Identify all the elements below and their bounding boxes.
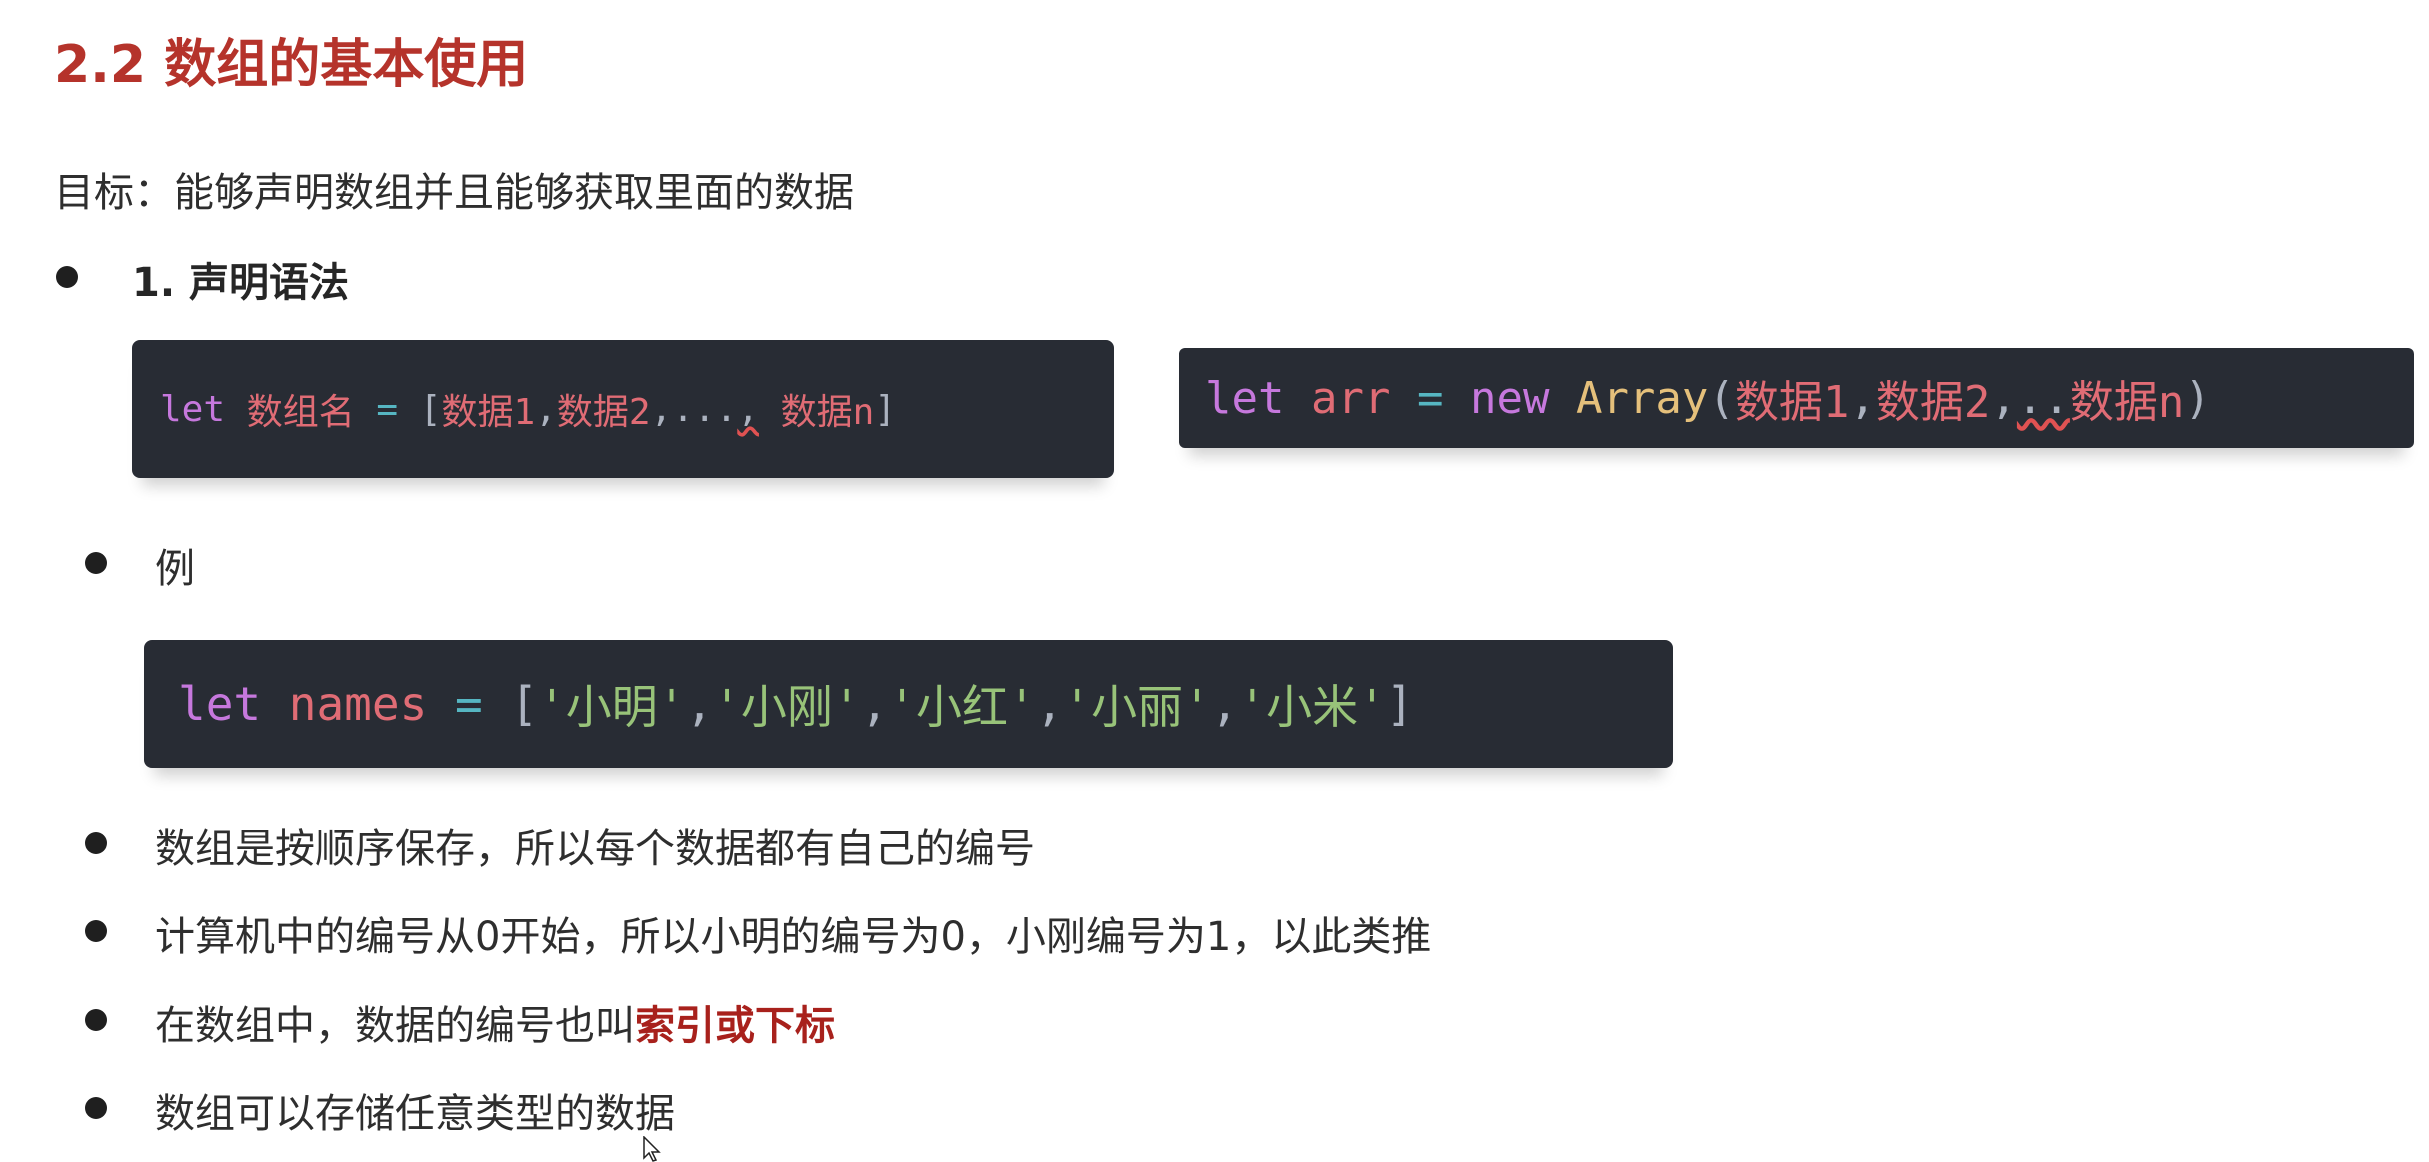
code-item: 数据2 (1875, 377, 1991, 428)
code-item: 数据2 (556, 392, 651, 433)
code-variable: arr (1310, 372, 1391, 424)
code-ellipsis-squiggle: .. (2016, 372, 2070, 424)
code-comma: , (1849, 372, 1876, 424)
code-keyword: let (1205, 372, 1285, 424)
bullet-icon (85, 552, 107, 574)
list-item: 数组可以存储任意类型的数据 (155, 1091, 675, 1137)
code-string: '小明' (538, 680, 686, 734)
highlight-term: 索引或下标 (635, 1003, 835, 1049)
code-item: 数据1 (441, 392, 536, 433)
code-block-example: let names = ['小明', '小刚', '小红', '小丽', '小米… (144, 640, 1673, 768)
code-block-constructor-syntax: let arr = new Array(数据1, 数据2, ..数据n) (1179, 348, 2414, 448)
example-label: 例 (155, 546, 195, 592)
bullet-icon (85, 1009, 107, 1031)
code-keyword-new: new (1469, 372, 1550, 424)
code-comma: , (1990, 372, 2017, 424)
code-item: 数据n (2069, 377, 2185, 428)
code-keyword: let (178, 677, 262, 731)
list-item-text: 在数组中，数据的编号也叫 (155, 1003, 635, 1049)
code-class: Array (1575, 372, 1709, 424)
bullet-icon (56, 266, 78, 288)
code-bracket-close: ] (874, 388, 897, 430)
code-comma: , (685, 677, 714, 731)
code-comma: , (860, 677, 889, 731)
code-item: 数据1 (1734, 377, 1850, 428)
list-item: 在数组中，数据的编号也叫索引或下标 (155, 993, 835, 1051)
code-operator: = (1416, 372, 1444, 424)
code-comma: , (650, 388, 673, 430)
code-comma: , (1035, 677, 1064, 731)
code-string: '小刚' (713, 680, 861, 734)
list-item: 计算机中的编号从0开始，所以小明的编号为0，小刚编号为1，以此类推 (155, 914, 1432, 960)
code-bracket-open: [ (510, 677, 539, 731)
code-operator: = (376, 388, 399, 430)
mouse-cursor-icon (643, 1136, 661, 1162)
code-variable: 数组名 (246, 392, 355, 433)
code-paren-close: ) (2184, 372, 2211, 424)
code-operator: = (454, 677, 483, 731)
section-label: 1. 声明语法 (132, 260, 349, 306)
code-string: '小丽' (1063, 680, 1211, 734)
bullet-icon (85, 1097, 107, 1119)
code-bracket-open: [ (419, 388, 442, 430)
code-comma: , (535, 388, 557, 430)
code-paren-open: ( (1708, 372, 1735, 424)
code-item: 数据n (780, 392, 875, 433)
code-keyword: let (160, 388, 226, 430)
list-item: 数组是按顺序保存，所以每个数据都有自己的编号 (155, 826, 1035, 872)
code-comma: , (1210, 677, 1239, 731)
bullet-icon (85, 832, 107, 854)
code-comma-squiggle: , (737, 388, 759, 430)
code-string: '小红' (888, 680, 1036, 734)
code-block-literal-syntax: let 数组名 = [数据1, 数据2, ..., 数据n] (132, 340, 1114, 478)
code-variable: names (288, 677, 428, 731)
code-bracket-close: ] (1385, 677, 1414, 731)
bullet-icon (85, 920, 107, 942)
goal-text: 目标：能够声明数组并且能够获取里面的数据 (54, 170, 854, 216)
code-string: '小米' (1238, 680, 1386, 734)
page-title: 2.2 数组的基本使用 (54, 35, 529, 95)
code-ellipsis: ... (672, 388, 738, 430)
